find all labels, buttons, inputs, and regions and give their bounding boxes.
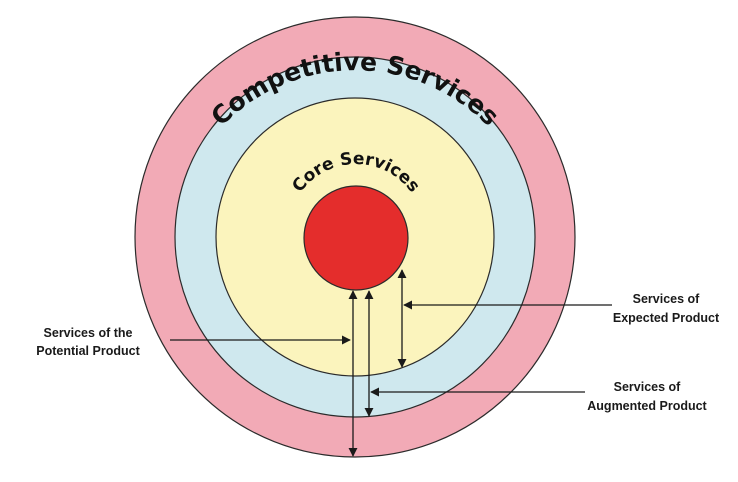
- core-services-circle: [303, 185, 409, 291]
- potential-product-annotation: Services of the Potential Product: [36, 326, 140, 358]
- annotation-line: Services of: [633, 292, 701, 306]
- annotation-line: Augmented Product: [587, 399, 707, 413]
- annotation-line: Services of: [614, 380, 682, 394]
- expected-product-annotation: Services of Expected Product: [613, 292, 720, 325]
- augmented-product-annotation: Services of Augmented Product: [587, 380, 707, 413]
- annotation-line: Potential Product: [36, 344, 140, 358]
- annotation-line: Services of the: [44, 326, 133, 340]
- annotation-line: Expected Product: [613, 311, 720, 325]
